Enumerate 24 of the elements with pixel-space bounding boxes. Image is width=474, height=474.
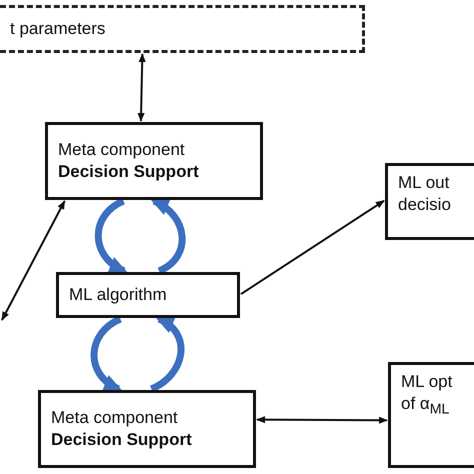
box-title: ML out — [398, 172, 450, 194]
process-box — [56, 272, 240, 318]
curved-arrow — [150, 198, 186, 274]
process-box — [385, 163, 474, 240]
box-subtitle: of α$_{ML}$ — [401, 393, 450, 420]
box-title: ML algorithm — [69, 284, 168, 306]
process-box — [45, 122, 263, 200]
box-title: Meta component — [51, 407, 179, 429]
box-subtitle: decisio — [398, 194, 452, 216]
box-title: Meta component — [58, 139, 186, 161]
box-title: t parameters — [10, 18, 106, 40]
box-subtitle: Decision Support — [58, 161, 200, 183]
curved-arrow — [90, 316, 122, 392]
arrow — [138, 53, 146, 122]
box-subtitle: Decision Support — [51, 429, 193, 451]
curved-arrow — [150, 316, 184, 392]
process-box — [38, 390, 256, 468]
curved-arrow — [94, 198, 128, 274]
process-box — [388, 362, 474, 468]
arrow — [1, 200, 66, 321]
dashed-box — [0, 5, 365, 53]
box-title: ML opt — [401, 371, 454, 393]
arrow — [240, 200, 385, 295]
arrow — [256, 416, 388, 424]
